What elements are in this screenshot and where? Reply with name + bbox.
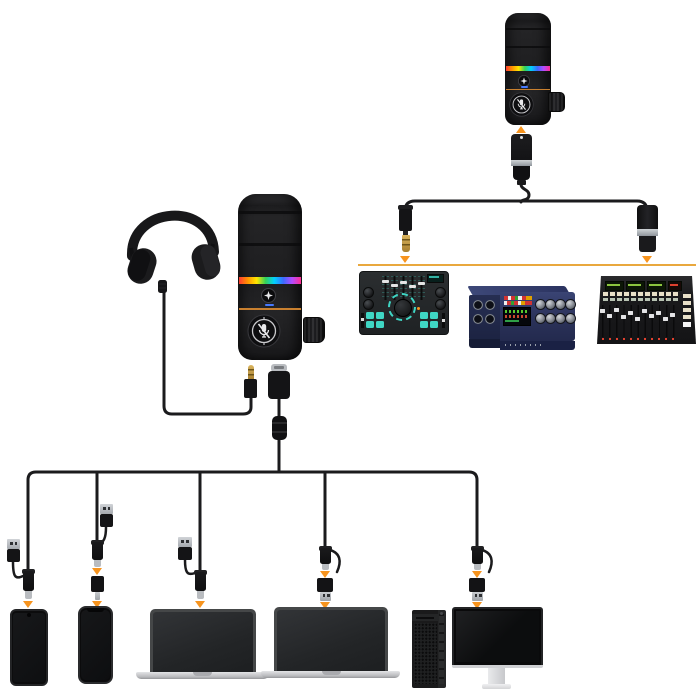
- mixer-knob: [363, 299, 374, 310]
- mute-button: [509, 92, 534, 117]
- flow-arrow-down: [472, 571, 482, 578]
- trs-plug-headphone: [248, 365, 254, 380]
- usb-c-plug: [195, 572, 206, 591]
- xlr-input-icon: [485, 314, 495, 324]
- usb-bus-cable: [26, 470, 479, 573]
- console-display: [626, 281, 645, 291]
- mic-muted-icon: [516, 98, 527, 111]
- mixer-knob: [363, 287, 374, 298]
- usb-a-adapter-dangling: [7, 539, 20, 549]
- xlr-female-connector: [511, 134, 532, 164]
- console-fader-bank: [602, 305, 680, 337]
- xlr-input-icon: [473, 300, 483, 310]
- mixer-knob: [435, 299, 446, 310]
- mixer-pads: [420, 312, 428, 319]
- flow-arrow-down: [320, 602, 330, 609]
- xlr-input-icon: [485, 300, 495, 310]
- console-leds: [602, 338, 604, 340]
- console-buttons-row: [603, 298, 608, 301]
- console-display: [605, 281, 624, 291]
- gain-knob: [548, 92, 565, 112]
- xlr-input-icon: [473, 314, 483, 324]
- mixer-pads: [366, 312, 374, 319]
- recorder-knob: [565, 313, 576, 324]
- sparkle-icon: [264, 291, 273, 300]
- rgb-led-ring: [506, 66, 550, 71]
- usb-a-adapter: [469, 578, 485, 592]
- left-earcup-icon: [127, 248, 157, 284]
- preset-button: [518, 74, 530, 87]
- usb-c-plug: [23, 571, 34, 591]
- console-fader-caps: [600, 309, 605, 313]
- cable-strain-relief: [158, 280, 167, 293]
- recorder-knob: [565, 299, 576, 310]
- adapter-loop-3: [183, 558, 197, 576]
- mixer-jog-knob: [394, 299, 412, 317]
- mute-button: [247, 314, 281, 348]
- mixer-fader: [382, 276, 389, 300]
- xlr-cable-curl: [519, 182, 531, 204]
- usb-a-adapter: [317, 578, 333, 592]
- adapter-loop-5: [480, 548, 493, 574]
- flow-arrow-down: [400, 256, 410, 263]
- status-led: [521, 86, 528, 88]
- mixer-jog-ring: [388, 293, 416, 321]
- monitor-stand: [488, 668, 505, 684]
- mixer-fader: [409, 276, 416, 300]
- notch-icon: [87, 608, 104, 612]
- flow-arrow-down: [472, 602, 482, 609]
- console-meter: [668, 281, 682, 291]
- ferrite-bead: [272, 416, 287, 440]
- mixer-display: [427, 274, 444, 283]
- mixer-fader: [400, 276, 407, 300]
- usb-a-adapter-dangling: [178, 537, 192, 547]
- adapter-loop-1: [11, 560, 25, 579]
- status-led: [265, 304, 274, 307]
- lightning-adapter: [91, 576, 104, 592]
- sparkle-icon: [520, 77, 528, 85]
- xlr-male-plug: [637, 205, 658, 229]
- console-buttons-row: [603, 292, 608, 296]
- power-button-icon: [440, 611, 443, 615]
- field-recorder: [467, 285, 576, 353]
- headphone-cable: [162, 290, 253, 416]
- right-earcup-icon: [191, 244, 221, 280]
- flow-arrow-down: [195, 601, 205, 608]
- console-display: [647, 281, 666, 291]
- flow-arrow-down: [92, 568, 102, 575]
- flow-arrow-down: [642, 256, 652, 263]
- flow-arrow-down: [23, 601, 33, 608]
- laptop-base: [261, 671, 400, 678]
- rgb-led-ring: [239, 277, 301, 284]
- flow-arrow-up: [516, 126, 526, 133]
- camera-notch-icon: [27, 613, 31, 617]
- separator-line: [358, 264, 696, 266]
- flow-arrow-down: [320, 571, 330, 578]
- mic-muted-icon: [257, 323, 271, 339]
- adapter-loop-4: [328, 548, 341, 574]
- usb-c-plug: [92, 542, 103, 560]
- gain-knob: [303, 317, 325, 343]
- mixer-fader: [391, 276, 398, 300]
- tower-mesh: [414, 623, 437, 684]
- mixer-fader: [418, 276, 425, 300]
- headphones: [126, 210, 221, 293]
- laptop-base: [136, 672, 269, 679]
- trs-3.5mm-plug: [398, 205, 413, 210]
- preset-button: [261, 288, 276, 303]
- usb-c-plug: [320, 548, 331, 564]
- usb-a-adapter-dangling: [100, 504, 113, 514]
- xlr-split-cable: [403, 199, 649, 216]
- usb-c-plug: [472, 548, 483, 564]
- flow-arrow-down: [92, 601, 102, 608]
- mixer-knob: [435, 287, 446, 298]
